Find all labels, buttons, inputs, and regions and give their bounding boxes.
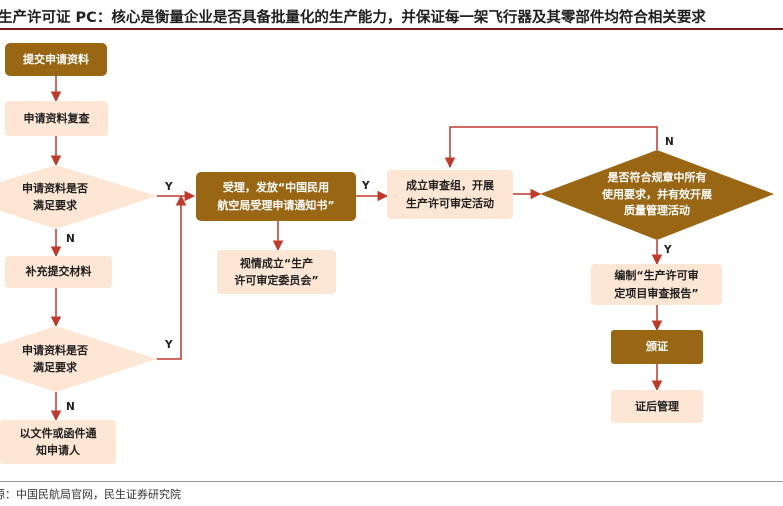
node-notify: 以文件或函件通 知申请人 (0, 420, 116, 464)
decision-diamond-compliance (540, 150, 774, 240)
label-n-compliance: N (665, 136, 674, 148)
node-review: 申请资料复查 (5, 101, 108, 136)
node-team: 成立审查组，开展 生产许可审定活动 (387, 170, 513, 219)
node-check1-line2: 满足要求 (33, 199, 77, 212)
node-check2-line1: 申请资料是否 (22, 343, 88, 357)
node-accept: 受理，发放“中国民用 航空局受理申请通知书” (196, 172, 356, 221)
label-n-check1: N (66, 233, 75, 245)
node-submit-label: 提交申请资料 (23, 52, 89, 66)
node-notify-line2: 知申请人 (36, 444, 80, 457)
decision-diamond-1 (0, 165, 157, 229)
node-issue: 颁证 (611, 330, 703, 364)
label-y-compliance: Y (664, 244, 672, 256)
node-notify-line1: 以文件或函件通 (19, 426, 97, 440)
node-report-line2: 定项目审查报告” (614, 286, 699, 300)
node-post: 证后管理 (611, 390, 703, 423)
node-report-line1: 编制“生产许可审 (614, 269, 699, 283)
label-y-accept: Y (362, 180, 370, 192)
page-title: 生产许可证 PC：核心是衡量企业是否具备批量化的生产能力，并保证每一架飞行器及其… (0, 10, 706, 26)
label-y-check1: Y (165, 181, 173, 193)
node-compliance: 是否符合规章中所有 使用要求，并有效开展 质量管理活动 (577, 168, 737, 222)
label-n-check2: N (66, 401, 75, 413)
node-committee-line2: 许可审定委员会” (234, 274, 319, 287)
node-supplement-label: 补充提交材料 (25, 265, 92, 279)
source-note: 源：中国民航局官网，民生证券研究院 (0, 488, 181, 501)
node-issue-label: 颁证 (646, 340, 668, 354)
node-check1-line1: 申请资料是否 (22, 181, 88, 195)
node-submit: 提交申请资料 (5, 43, 107, 76)
node-supplement: 补充提交材料 (5, 256, 112, 288)
node-compliance-line3: 质量管理活动 (624, 204, 690, 218)
arrow-compliance-team-loop (444, 126, 658, 169)
footer-divider (0, 481, 783, 482)
node-post-label: 证后管理 (635, 399, 679, 413)
node-check1: 申请资料是否 满足要求 (0, 172, 130, 222)
label-y-check2: Y (165, 339, 173, 351)
node-committee: 视情成立“生产 许可审定委员会” (217, 250, 336, 294)
node-compliance-line1: 是否符合规章中所有 (607, 171, 707, 185)
node-check2-line2: 满足要求 (33, 361, 77, 374)
node-team-line2: 生产许可审定活动 (406, 196, 494, 210)
decision-diamond-2 (0, 326, 157, 392)
node-committee-line1: 视情成立“生产 (239, 256, 314, 270)
node-compliance-line2: 使用要求，并有效开展 (602, 187, 712, 201)
node-check2: 申请资料是否 满足要求 (0, 334, 130, 384)
node-team-line1: 成立审查组，开展 (406, 179, 494, 193)
node-report: 编制“生产许可审 定项目审查报告” (591, 264, 722, 305)
node-review-label: 申请资料复查 (23, 111, 90, 125)
arrow-check2-accept (157, 194, 187, 360)
node-accept-line2: 航空局受理申请通知书” (217, 198, 335, 212)
title-divider (0, 28, 783, 30)
node-accept-line1: 受理，发放“中国民用 (222, 181, 330, 195)
